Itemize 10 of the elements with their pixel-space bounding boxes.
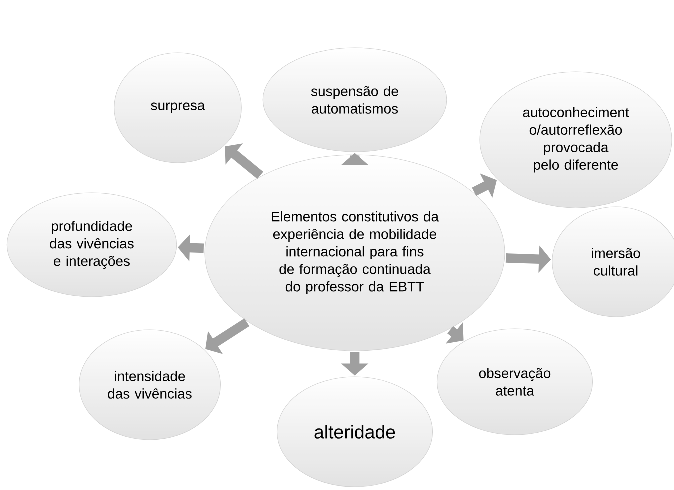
ellipse-node: autoconheciment o/autorreflexão provocada pelo diferente xyxy=(480,72,672,208)
ellipse-node: Elementos constitutivos da experiência de mobilidade internacional para fins de formação continuada do professor da EBTT xyxy=(204,154,506,352)
ellipse-node: suspensão de automatismos xyxy=(262,48,448,152)
ellipse-node: intensidade das vivências xyxy=(79,330,221,440)
ellipse-node: surpresa xyxy=(114,52,242,164)
ellipse-node: imersão cultural xyxy=(552,206,674,318)
block-arrow xyxy=(206,318,250,354)
ellipse-node: alteridade xyxy=(276,376,434,488)
ellipse-node: profundidade das vivências e interações xyxy=(6,192,178,298)
ellipse-node: observação atenta xyxy=(436,328,594,436)
